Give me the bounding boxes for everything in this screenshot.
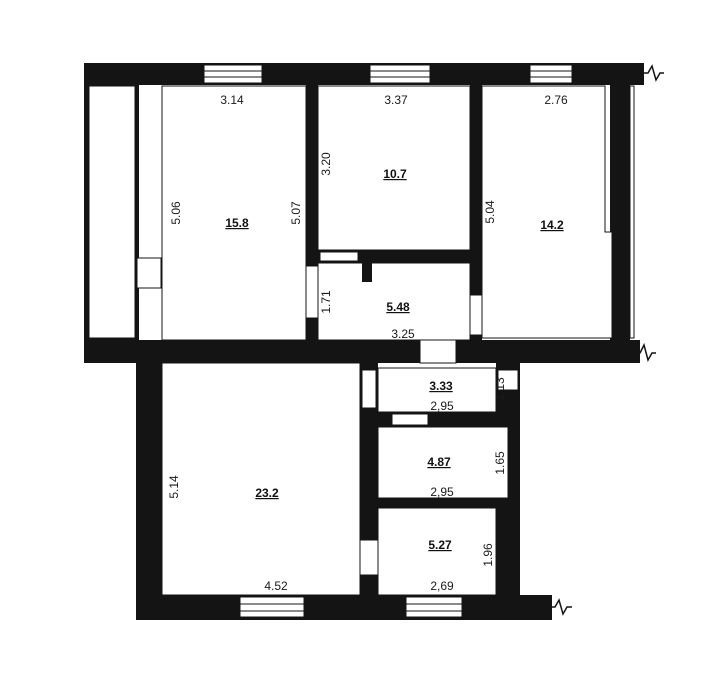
window-r8 — [405, 596, 463, 618]
dim-r2-width: 3.37 — [384, 93, 408, 107]
dim-r5-height: 1.13 — [493, 377, 507, 401]
room-14-2 — [481, 85, 613, 339]
room-4-87 — [377, 426, 509, 499]
break-marks — [548, 64, 664, 616]
dimension-labels: 3.14 5.06 5.07 3.37 3.20 2.76 5.04 1.71 … — [167, 93, 568, 593]
area-label-r8: 5.27 — [428, 538, 452, 552]
dim-r3-width: 2.76 — [544, 93, 568, 107]
dim-r1-right: 5.07 — [289, 201, 303, 225]
dim-r2-height: 3.20 — [319, 152, 333, 176]
openings — [136, 251, 519, 576]
right-strip — [629, 85, 635, 339]
room-15-8 — [161, 85, 307, 341]
area-label-r7: 23.2 — [255, 486, 279, 500]
corridor — [88, 85, 136, 339]
walls — [84, 63, 644, 620]
area-label-r5: 3.33 — [429, 379, 453, 393]
dim-r4-width: 3.25 — [391, 327, 415, 341]
dim-r6-height: 1.65 — [493, 451, 507, 475]
room-10-7 — [317, 85, 471, 251]
rooms — [88, 85, 635, 596]
dim-r7-height: 5.14 — [167, 475, 181, 499]
dim-r5-width: 2,95 — [430, 399, 454, 413]
dim-r1-width: 3.14 — [220, 93, 244, 107]
area-label-r2: 10.7 — [383, 167, 407, 181]
room-23-2 — [161, 362, 361, 596]
area-label-r3: 14.2 — [540, 218, 564, 232]
dim-r8-height: 1.96 — [481, 543, 495, 567]
room-5-27 — [377, 507, 497, 596]
dim-r4-height: 1.71 — [319, 290, 333, 314]
dim-r1-left: 5.06 — [169, 201, 183, 225]
area-label-r1: 15.8 — [225, 216, 249, 230]
dim-r3-height: 5.04 — [483, 200, 497, 224]
window-r3 — [529, 64, 573, 84]
area-label-r6: 4.87 — [427, 455, 451, 469]
window-r1 — [203, 64, 263, 84]
dim-r6-width: 2,95 — [430, 485, 454, 499]
window-r7 — [239, 596, 305, 618]
room-3-33 — [377, 367, 497, 413]
windows — [203, 64, 573, 618]
area-labels: 15.8 10.7 14.2 5.48 3.33 4.87 23.2 5.27 — [225, 167, 564, 552]
dim-r7-width: 4.52 — [264, 579, 288, 593]
dim-r8-width: 2,69 — [430, 579, 454, 593]
area-label-r4: 5.48 — [386, 300, 410, 314]
window-r2 — [369, 64, 431, 84]
